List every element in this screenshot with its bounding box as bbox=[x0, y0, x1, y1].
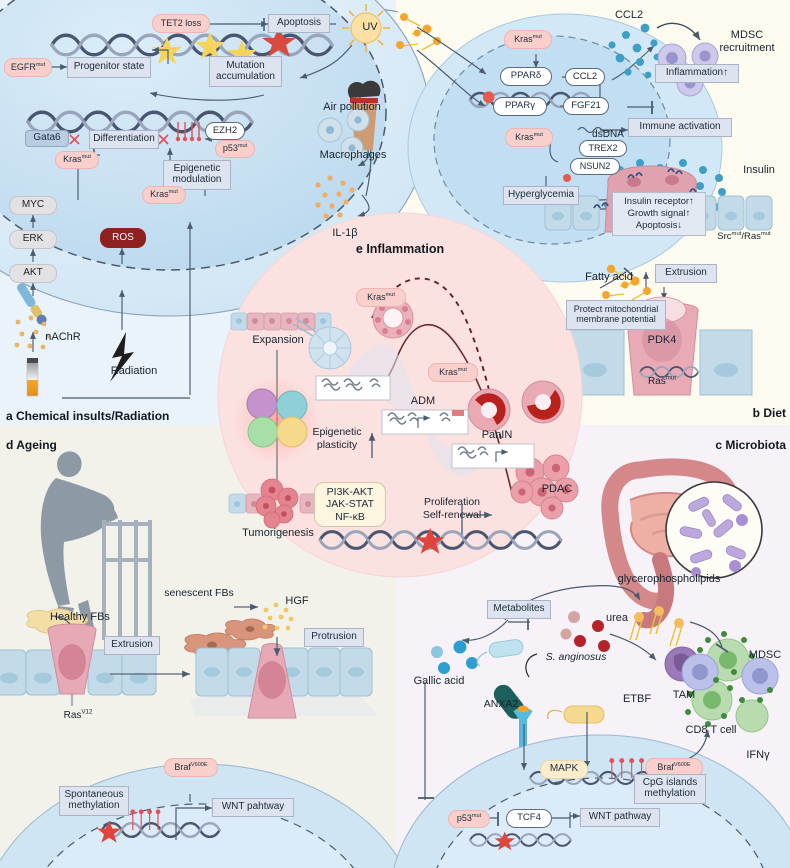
kras-mut-tag-e-mid: Krasmut bbox=[428, 363, 478, 382]
panel-a-caption: a Chemical insults/Radiation bbox=[6, 408, 170, 423]
tet2-loss-tag: TET2 loss bbox=[152, 14, 210, 33]
braf-v600e-tag-d: BrafV600E bbox=[164, 758, 218, 777]
adm-label: ADM bbox=[410, 395, 436, 408]
progenitor-state-box: Progenitor state bbox=[67, 57, 151, 78]
mutation-accumulation-box: Mutation accumulation bbox=[209, 56, 282, 87]
wnt-pathway-box-c: WNT pathway bbox=[580, 808, 660, 827]
pdk4-label: PDK4 bbox=[647, 334, 677, 347]
panel-c-background bbox=[396, 425, 790, 868]
nsun2-node: NSUN2 bbox=[570, 158, 620, 175]
tam-label: TAM bbox=[672, 689, 696, 702]
panel-d-caption: d Ageing bbox=[6, 437, 57, 452]
ros-node: ROS bbox=[100, 228, 146, 248]
wnt-pathway-box-d: WNT pahtway bbox=[212, 798, 294, 817]
inflammation-box: Inflammation↑ bbox=[655, 64, 739, 83]
kras-mut-tag-e-top: Krasmut bbox=[356, 288, 406, 307]
immune-activation-box: Immune activation bbox=[628, 118, 732, 137]
ras-v12-label: RasV12 bbox=[63, 708, 93, 721]
mdsc-label: MDSC bbox=[748, 649, 782, 662]
anxa2-label: ANXA2 bbox=[483, 698, 519, 711]
gallic-acid-label: Gallic acid bbox=[413, 675, 465, 688]
kras-mut-tag-b-top: Krasmut bbox=[504, 30, 552, 49]
erk-node: ERK bbox=[9, 230, 57, 249]
uv-label: UV bbox=[362, 21, 378, 34]
extrusion-box-b: Extrusion bbox=[655, 264, 717, 283]
kras-mut-tag-b-bottom: Krasmut bbox=[505, 128, 553, 147]
metabolites-box: Metabolites bbox=[487, 600, 551, 619]
ppard-node: PPARδ bbox=[500, 67, 552, 86]
senescent-fbs-label: senescent FBs bbox=[164, 587, 234, 600]
expansion-label: Expansion bbox=[252, 334, 304, 347]
ifng-label: IFNγ bbox=[746, 749, 770, 762]
cpg-islands-methylation-box: CpG islands methylation bbox=[634, 774, 706, 804]
kras-mut-tag-1: Krasmut bbox=[55, 151, 99, 169]
protect-mitochondrial-box: Protect mitochondrial membrane potential bbox=[566, 300, 666, 330]
dsdna-label: dsDNA bbox=[592, 128, 624, 140]
panel-a-background bbox=[0, 0, 396, 425]
hgf-label: HGF bbox=[285, 595, 309, 608]
gata6-tag: Gata6 bbox=[25, 130, 69, 147]
epigenetic-modulation-box: Epigenetic modulation bbox=[163, 160, 231, 190]
kras-mut-tag-2: Krasmut bbox=[142, 186, 186, 204]
p53-mut-tag-c: p53mut bbox=[448, 810, 490, 828]
myc-node: MYC bbox=[9, 196, 57, 215]
src-ras-mut-label: Srcmut/Rasmut bbox=[717, 230, 771, 242]
ras-mut-label-b: Rasmut bbox=[647, 374, 677, 387]
etbf-label: ETBF bbox=[622, 693, 652, 706]
urea-label: urea bbox=[605, 612, 629, 625]
akt-node: AKT bbox=[9, 264, 57, 283]
ccl2-label: CCL2 bbox=[614, 9, 644, 22]
fgf21-node: FGF21 bbox=[563, 97, 609, 115]
mapk-node: MAPK bbox=[540, 760, 588, 779]
mdsc-recruitment-label: MDSC recruitment bbox=[719, 28, 775, 54]
nachr-label: nAChR bbox=[45, 331, 81, 344]
panel-c-caption: c Microbiota bbox=[715, 437, 786, 452]
air-pollution-label: Air pollution bbox=[323, 101, 381, 114]
fatty-acid-label: Fatty acid bbox=[585, 271, 633, 284]
p53-mut-tag: p53mut bbox=[215, 140, 255, 158]
panel-b-caption: b Diet bbox=[752, 405, 786, 420]
tcf4-node: TCF4 bbox=[506, 809, 552, 828]
panin-label: PanIN bbox=[481, 429, 513, 442]
cd8-t-cell-label: CD8 T cell bbox=[685, 724, 737, 737]
s-anginosus-label: S. anginosus bbox=[545, 651, 607, 664]
apoptosis-box: Apoptosis bbox=[268, 14, 330, 33]
panel-e-caption: e Inflammation bbox=[355, 242, 445, 257]
glycerophospholipids-label: glycerophospholipids bbox=[617, 573, 721, 586]
protrusion-box: Protrusion bbox=[304, 628, 364, 647]
differentiation-box: Differentiation bbox=[89, 130, 159, 149]
pparg-node: PPARγ bbox=[493, 97, 547, 116]
hyperglycemia-box: Hyperglycemia bbox=[503, 186, 579, 205]
insulin-signal-box: Insulin receptor↑Growth signal↑Apoptosis… bbox=[612, 192, 706, 236]
il1b-label: IL-1β bbox=[332, 227, 358, 240]
healthy-fbs-label: Healthy FBs bbox=[50, 611, 110, 624]
extrusion-box-d: Extrusion bbox=[104, 636, 160, 655]
trex2-node: TREX2 bbox=[579, 140, 627, 157]
ccl2-node: CCL2 bbox=[565, 68, 605, 86]
macrophages-label: Macrophages bbox=[319, 149, 387, 162]
spontaneous-methylation-box: Spontaneous methylation bbox=[59, 786, 129, 816]
egfr-mut-tag: EGFRmut bbox=[4, 58, 52, 77]
tumorigenesis-label: Tumorigenesis bbox=[242, 527, 314, 540]
pdac-label: PDAC bbox=[541, 483, 573, 496]
ezh2-node: EZH2 bbox=[205, 122, 245, 140]
insulin-label: Insulin bbox=[743, 164, 775, 177]
radiation-label: Radiation bbox=[110, 365, 158, 378]
epigenetic-plasticity-label: Epigenetic plasticity bbox=[312, 426, 362, 451]
